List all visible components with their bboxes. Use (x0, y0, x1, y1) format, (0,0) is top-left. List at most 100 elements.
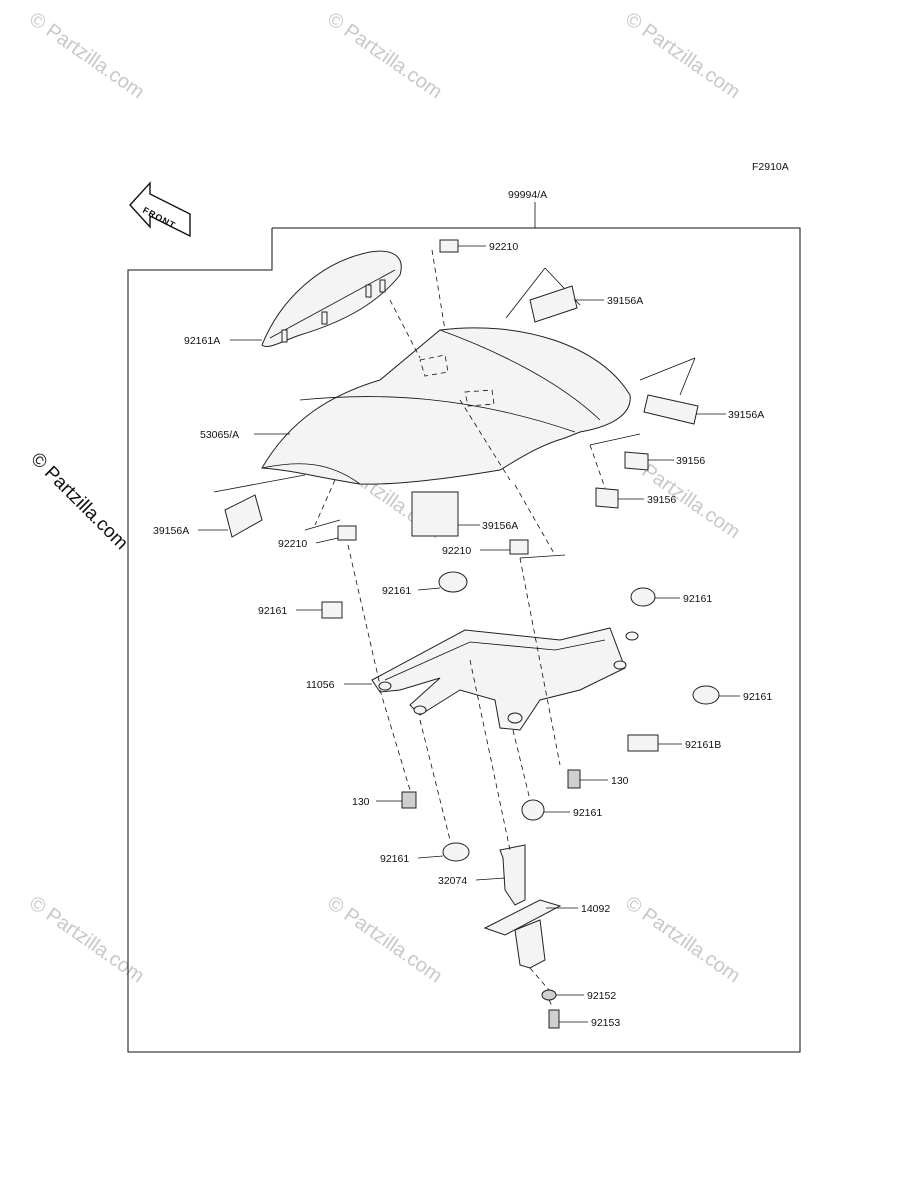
screw-92153 (548, 1009, 560, 1029)
label-39156A-right: 39156A (728, 409, 764, 421)
watermark-group: © Partzilla.com © Partzilla.com © Partzi… (25, 8, 744, 987)
guide-92210-left-2 (304, 519, 341, 531)
guide-92210-mid (519, 554, 566, 559)
clip-92210-left (337, 525, 357, 541)
small-parts (224, 239, 720, 1029)
pad-39156-r2 (595, 487, 619, 509)
label-92161-a: 92161 (382, 585, 411, 597)
label-130-left: 130 (352, 796, 370, 808)
dash-bottom-a (529, 967, 550, 991)
label-92161-c: 92161 (683, 593, 712, 605)
label-92210-top: 92210 (489, 241, 518, 253)
label-39156A-mid: 39156A (482, 520, 518, 532)
label-92152: 92152 (587, 990, 616, 1002)
upper-cowl-part (261, 250, 402, 348)
label-92161-d: 92161 (743, 691, 772, 703)
label-39156A-top: 39156A (607, 295, 643, 307)
figure-code: F2910A (752, 161, 789, 173)
dash-left-b (379, 689, 411, 791)
watermark-top-center: © Partzilla.com (323, 8, 446, 103)
watermark-top-right: © Partzilla.com (621, 8, 744, 103)
guide-92210-left (314, 479, 336, 526)
label-14092: 14092 (581, 903, 610, 915)
label-92153: 92153 (591, 1017, 620, 1029)
bracket-11056-part (371, 627, 639, 731)
part-labels: 92210 39156A 92161A 39156A 53065/A 39156… (153, 241, 772, 1029)
label-92210-mid: 92210 (442, 545, 471, 557)
label-92161-e: 92161 (573, 807, 602, 819)
washer-92152 (541, 989, 557, 1001)
upper-cowl-peg-2 (321, 311, 328, 325)
dash-mid-a (519, 557, 561, 766)
guide-lines (213, 249, 696, 559)
pad-39156A-right (643, 394, 699, 425)
seat-cowl-ridge (299, 396, 576, 433)
dash-right-c (512, 729, 531, 801)
dash-left-a (347, 544, 381, 686)
bracket-11056-edge (384, 639, 606, 681)
upper-cowl-peg-4 (379, 279, 386, 293)
grommet-92161-b (321, 601, 343, 619)
label-92161-f: 92161 (380, 853, 409, 865)
watermark-top-left: © Partzilla.com (25, 8, 148, 103)
assembly-number: 99994/A (508, 189, 547, 201)
watermark-bottom-right: © Partzilla.com (621, 892, 744, 987)
clip-92210-mid (509, 539, 529, 555)
watermark-bottom-center: © Partzilla.com (323, 892, 446, 987)
guide-39156 (589, 444, 606, 489)
bracket-32074-shape (499, 844, 526, 906)
label-92161B: 92161B (685, 739, 721, 751)
grommet-92161-d (692, 685, 720, 705)
dash-left-c (419, 719, 451, 841)
seat-cowl-shape (261, 327, 631, 485)
leader-lines (198, 245, 740, 1023)
label-53065A: 53065/A (200, 429, 239, 441)
upper-cowl-shape (261, 250, 402, 348)
dash-bottom-b (548, 999, 554, 1009)
leader-92161-a (417, 587, 441, 591)
seat-cowl-tail (439, 329, 601, 421)
label-11056: 11056 (306, 679, 335, 691)
grommet-92161-f (442, 842, 470, 862)
bracket-11056-hole-2 (413, 705, 427, 715)
bracket-14092-leg (514, 919, 546, 969)
seat-cowl-hidden-2 (464, 389, 495, 407)
watermark-bottom-left: © Partzilla.com (25, 892, 148, 987)
pad-39156A-top (529, 285, 578, 323)
label-130-right: 130 (611, 775, 629, 787)
grommet-92161-a (438, 571, 468, 593)
leader-92161-f (417, 855, 444, 859)
watermark-side: © Partzilla.com (26, 449, 131, 554)
guide-39156A-right-1 (639, 357, 696, 381)
seat-cowl-underside (261, 463, 361, 485)
bracket-11056-shape (371, 627, 626, 731)
bracket-11056-hole-4 (613, 660, 627, 670)
bracket-11056-hole-1 (378, 681, 392, 691)
bolt-130-right (567, 769, 581, 789)
guide-center-1 (459, 399, 511, 481)
guide-92210-top (431, 249, 446, 331)
pad-92161B (627, 734, 659, 752)
label-92161-b: 92161 (258, 605, 287, 617)
guide-39156A-top-1 (505, 267, 546, 319)
upper-cowl-peg-1 (281, 329, 288, 343)
guide-39156A-left-1 (213, 474, 306, 493)
leader-92210-left (315, 537, 339, 544)
bolt-130-left (401, 791, 417, 809)
grommet-92161-e (521, 799, 545, 821)
assembly-dashes (347, 544, 561, 1009)
bracket-14092-shape (483, 899, 562, 936)
seat-cowl-part (261, 327, 631, 485)
lower-bracket-parts (483, 844, 562, 969)
guide-39156A-right-2 (679, 357, 696, 396)
label-39156A-left: 39156A (153, 525, 189, 537)
pad-39156-r1 (624, 451, 649, 471)
guide-center-2 (514, 484, 556, 556)
bracket-11056-hole-5 (625, 631, 639, 641)
label-39156-r1: 39156 (676, 455, 705, 467)
grommet-92161-c (630, 587, 656, 607)
label-39156-r2: 39156 (647, 494, 676, 506)
leader-32074 (475, 877, 506, 881)
upper-cowl-peg-3 (365, 284, 372, 298)
guide-39156-bracket-1 (589, 433, 641, 446)
